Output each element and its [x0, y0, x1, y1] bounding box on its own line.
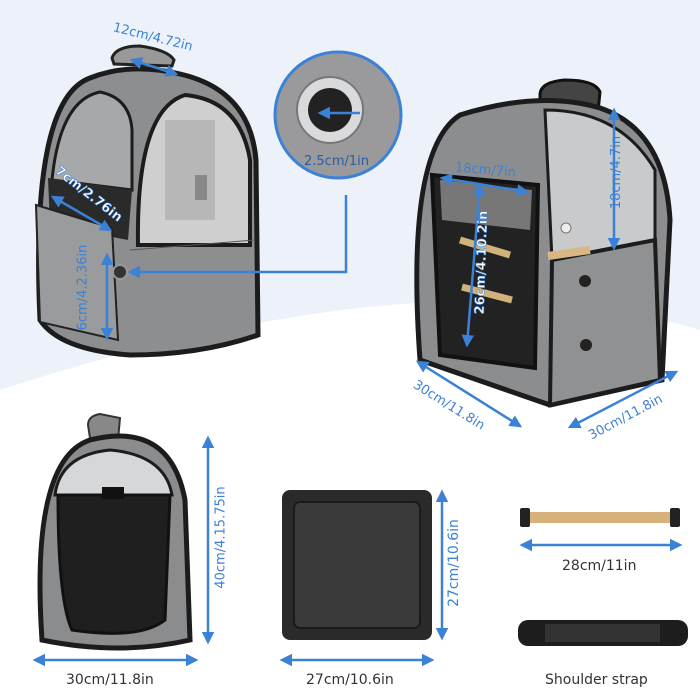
pocket-height-label: 6cm/4.2.36in [75, 244, 91, 331]
window-height-label: 18cm/4.7in [609, 135, 625, 210]
vent-diameter-label: 2.5cm/1in [304, 154, 369, 169]
tray-height-label: 27cm/10.6in [445, 519, 462, 607]
shoulder-strap-label: Shoulder strap [545, 672, 648, 688]
perch-length-label: 28cm/11in [562, 558, 637, 574]
tray-width-label: 27cm/10.6in [306, 672, 394, 688]
side-width-label: 30cm/11.8in [66, 672, 154, 688]
side-height-label: 40cm/4.15.75in [213, 486, 229, 589]
